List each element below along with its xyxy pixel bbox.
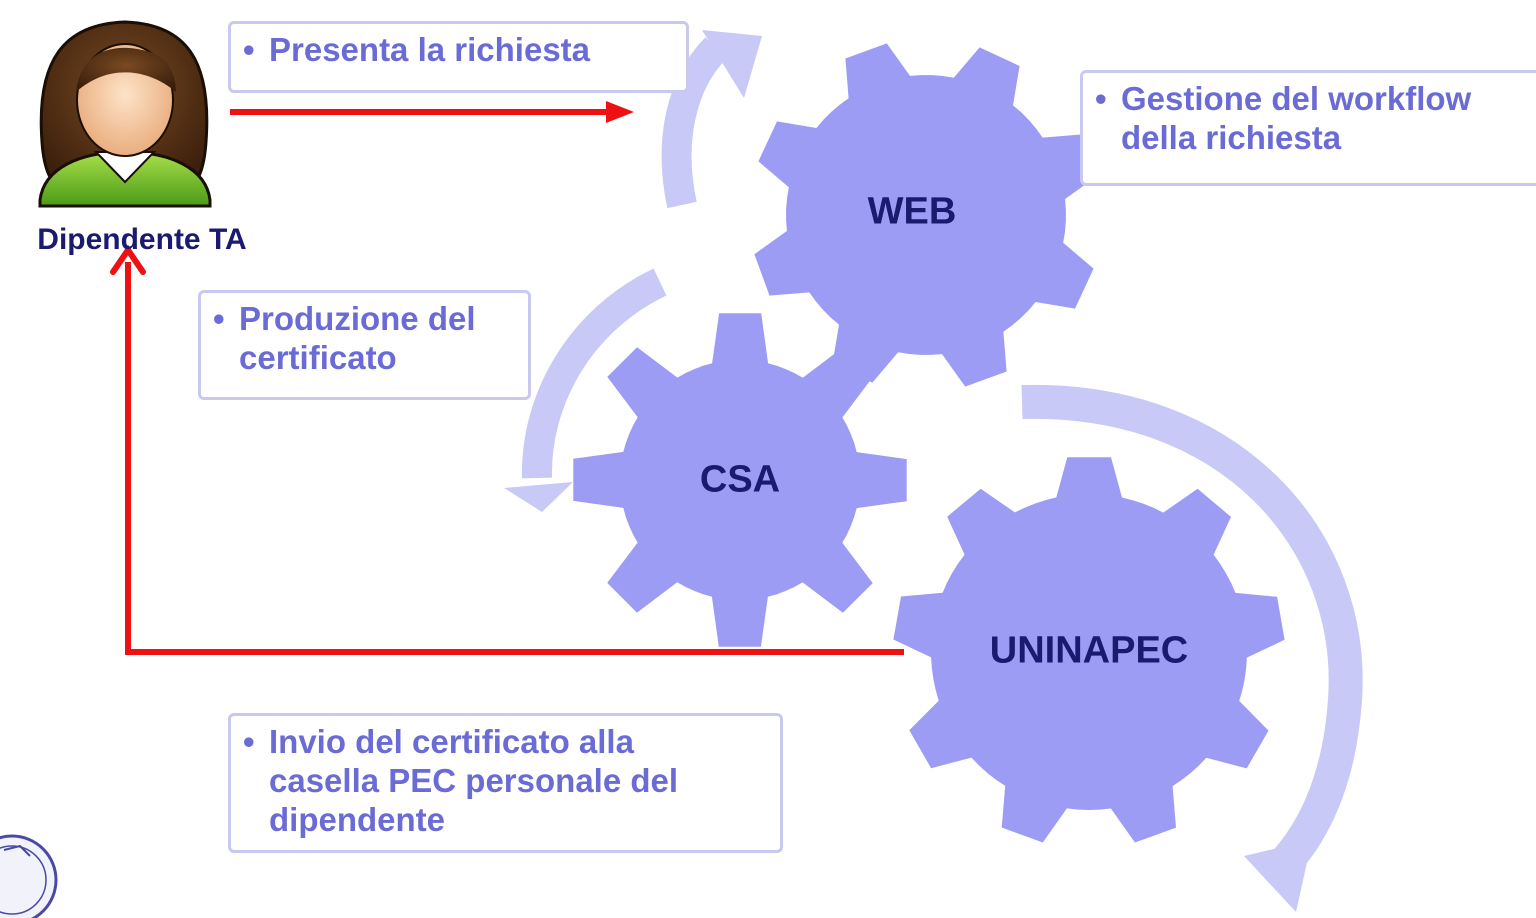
bullet: • [243,31,255,68]
bullet: • [1095,80,1107,117]
cycle-arrow-middle [504,268,667,512]
gear-csa [573,313,907,647]
callout-presenta-richiesta: • Presenta la richiesta [228,21,689,93]
cycle-arrow-large [1021,384,1363,912]
gear-uninapec [893,457,1285,843]
callout-text: Invio del certificato alla casella PEC p… [269,722,770,839]
callout-invio-certificato: • Invio del certificato alla casella PEC… [228,713,783,853]
gear-web [754,43,1098,387]
bullet: • [243,723,255,760]
flow-arrow-return [110,244,904,655]
callout-line: casella PEC personale del [269,762,679,799]
bullet: • [213,300,225,337]
callout-line: Produzione del [239,300,476,337]
callout-produzione-certificato: • Produzione del certificato [198,290,531,400]
actor-label: Dipendente TA [37,223,247,256]
callout-text: Produzione del certificato [239,299,518,377]
cycle-arrow-top [661,30,762,209]
gear-csa-label: CSA [699,458,781,501]
callout-line: Invio del certificato alla [269,723,634,760]
university-seal-icon [0,834,58,918]
callout-line: dipendente [269,801,446,838]
user-avatar-icon [38,20,212,208]
callout-gestione-workflow: • Gestione del workflow della richiesta [1080,70,1536,186]
callout-text: Presenta la richiesta [269,31,591,68]
gear-uninapec-label: UNINAPEC [989,629,1189,672]
callout-line: della richiesta [1121,119,1342,156]
callout-text: Gestione del workflow della richiesta [1121,79,1536,157]
callout-line: certificato [239,339,397,376]
flow-arrow-request [230,101,634,123]
callout-line: Gestione del workflow [1121,80,1472,117]
gear-web-label: WEB [867,190,957,233]
